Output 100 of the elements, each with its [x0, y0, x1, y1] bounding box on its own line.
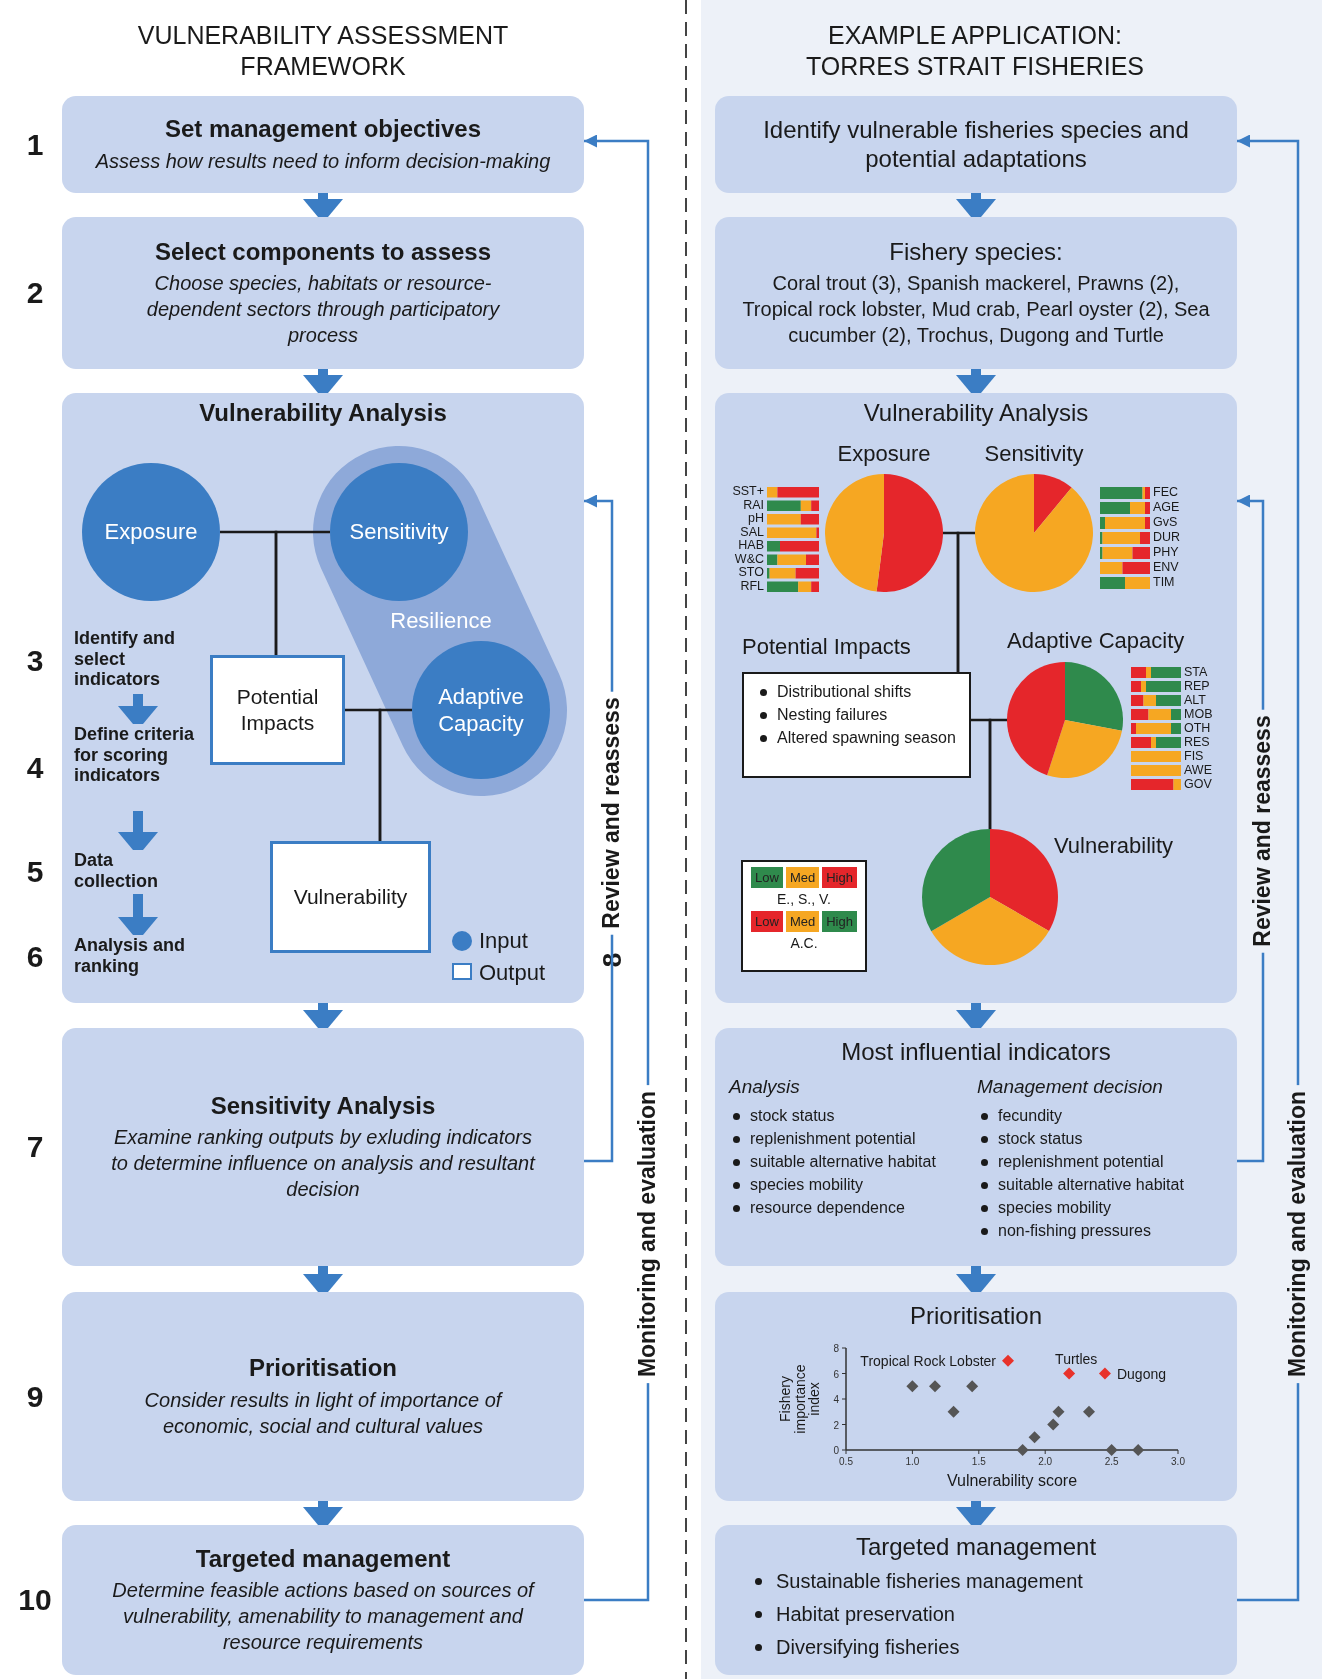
process-box — [62, 1292, 584, 1501]
list-item: non-fishing pressures — [998, 1222, 1151, 1240]
list-item: species mobility — [750, 1176, 863, 1194]
process-box — [62, 217, 584, 369]
step-label: Identify and select indicators — [74, 628, 202, 694]
tick-label: 0.5 — [839, 1456, 853, 1467]
bar-label: RAI — [742, 498, 764, 512]
column-heading: Analysis — [729, 1076, 800, 1098]
list-item: Habitat preservation — [776, 1603, 955, 1626]
bar-label: pH — [747, 512, 764, 526]
legend-box — [741, 860, 867, 972]
step-label: Data collection — [74, 850, 202, 894]
circle-label: Exposure — [104, 518, 198, 546]
box-text: Determine feasible actions based on sources of vulnerability, amenability to management and resource requirements — [111, 1578, 537, 1656]
connector-line — [956, 531, 975, 672]
bar-label: SST+ — [731, 485, 764, 499]
list-item: fecundity — [998, 1107, 1063, 1125]
legend-caption: A.C. — [790, 935, 818, 951]
level-swatch: Low — [751, 867, 783, 888]
legend-label: Output — [479, 959, 546, 987]
box-heading: Fishery species: — [889, 237, 1063, 267]
bar-label: STO — [737, 566, 764, 580]
bar-label: HAB — [737, 539, 764, 553]
step-number: 3 — [25, 643, 45, 679]
tick-label: 3.0 — [1171, 1456, 1185, 1467]
box-text: Choose species, habitats or resource-dependent sectors through participatory process — [145, 271, 501, 349]
tick-label: 1.5 — [971, 1456, 986, 1467]
output-box — [270, 841, 431, 953]
tick-label: 4 — [833, 1394, 839, 1405]
step-number: 1 — [25, 126, 45, 163]
box-heading: Targeted management — [195, 1544, 451, 1574]
box-heading: Most influential indicators — [840, 1038, 1112, 1067]
tick-label: 8 — [833, 1343, 839, 1354]
box-label: Vulnerability — [293, 883, 408, 910]
process-box — [715, 1525, 1237, 1675]
list-item: suitable alternative habitat — [750, 1153, 936, 1171]
panel-heading: Vulnerability Analysis — [199, 400, 447, 427]
bar-label: ENV — [1153, 560, 1179, 575]
box-label: Potential Impacts — [235, 683, 320, 736]
axis-title: Fishery importance index — [775, 1363, 824, 1436]
point-label: Tropical Rock Lobster — [860, 1352, 996, 1369]
tick-label: 2.0 — [1038, 1456, 1053, 1467]
bar-label: FIS — [1184, 749, 1204, 763]
list-item: replenishment potential — [998, 1153, 1164, 1171]
legend-label: Input — [479, 927, 528, 955]
list-item: resource dependence — [750, 1199, 905, 1217]
column-title: VULNERABILITY ASSESSMENT FRAMEWORK — [136, 20, 510, 83]
point-label: Dugong — [1116, 1365, 1166, 1382]
box-heading: Potential Impacts — [742, 634, 911, 660]
chart-heading: Adaptive Capacity — [1007, 628, 1182, 654]
bar-label: OTH — [1184, 721, 1211, 735]
step-number: 9 — [25, 1378, 45, 1415]
bar-label: SAL — [739, 525, 764, 539]
list-item: Altered spawning season — [777, 728, 956, 748]
tick-label: 1.0 — [905, 1456, 920, 1467]
column-heading: Management decision — [977, 1076, 1163, 1098]
bar-label: DUR — [1153, 530, 1181, 545]
box-heading: Targeted management — [854, 1533, 1098, 1562]
step-label: Define criteria for scoring indicators — [74, 724, 202, 811]
box-heading: Set management objectives — [164, 115, 482, 144]
point-label: Turtles — [1055, 1350, 1098, 1367]
connector-line — [378, 708, 412, 841]
box-heading: Prioritisation — [908, 1302, 1043, 1331]
list-item: species mobility — [998, 1199, 1111, 1217]
tick-label: 6 — [833, 1368, 839, 1380]
list-item: stock status — [998, 1130, 1083, 1148]
panel-heading: Vulnerability Analysis — [863, 400, 1089, 427]
legend-caption: E., S., V. — [777, 891, 831, 907]
bar-label: AGE — [1153, 500, 1180, 515]
process-box — [62, 1028, 584, 1266]
panel — [715, 393, 1237, 1003]
step-number: 4 — [25, 749, 45, 786]
step-number: 10 — [17, 1582, 53, 1618]
list-item: replenishment potential — [750, 1130, 916, 1148]
capsule-label: Resilience — [390, 608, 492, 634]
list-item: Distributional shifts — [777, 682, 912, 702]
bar-label: RES — [1184, 735, 1210, 749]
axis-title: Vulnerability score — [946, 1472, 1078, 1489]
process-box — [715, 1028, 1237, 1266]
list-item: suitable alternative habitat — [998, 1176, 1184, 1194]
process-box — [715, 1292, 1237, 1501]
bar-label: AWE — [1184, 763, 1212, 777]
connector-line — [988, 718, 1007, 829]
level-swatch: High — [822, 867, 857, 888]
tick-label: 2 — [833, 1419, 839, 1431]
impact-box — [742, 672, 971, 778]
step-number: 6 — [25, 939, 45, 975]
list-item: Nesting failures — [777, 705, 888, 725]
step-number: 5 — [25, 854, 45, 890]
bar-label: FEC — [1153, 485, 1178, 500]
panel — [62, 393, 584, 1003]
level-swatch: High — [822, 911, 857, 932]
circle-label: Sensitivity — [349, 518, 449, 546]
bar-label: ALT — [1184, 693, 1206, 707]
step-number: 2 — [25, 275, 45, 311]
chart-heading: Vulnerability — [1054, 833, 1175, 859]
column-title: EXAMPLE APPLICATION: TORRES STRAIT FISHERIES — [805, 20, 1145, 83]
chart-heading: Exposure — [836, 441, 932, 467]
box-text: Identify vulnerable fisheries species and potential adaptations — [762, 115, 1190, 174]
level-swatch: Med — [785, 867, 820, 888]
